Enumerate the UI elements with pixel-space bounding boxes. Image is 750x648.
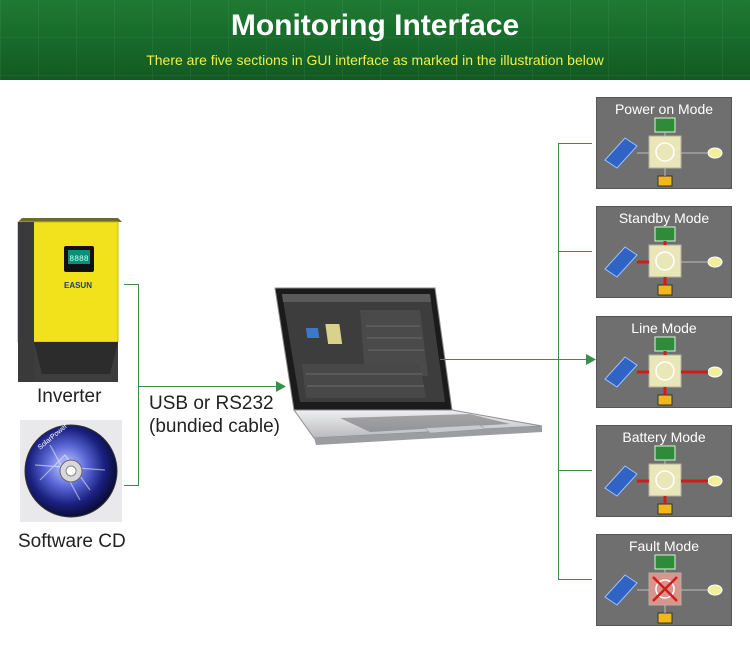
mode-box-power-on: Power on Mode bbox=[596, 97, 732, 189]
mode-diagram bbox=[604, 445, 723, 515]
mode-title: Fault Mode bbox=[628, 538, 700, 554]
cd-connector bbox=[124, 485, 139, 486]
battery-icon bbox=[657, 175, 673, 187]
utility-grid-icon bbox=[654, 117, 676, 133]
load-bulb-icon bbox=[707, 256, 723, 268]
bracket-vertical bbox=[138, 284, 139, 486]
software-cd-label: Software CD bbox=[18, 531, 126, 552]
utility-grid-icon bbox=[654, 336, 676, 352]
connection-label-2: (bundied cable) bbox=[149, 416, 280, 437]
battery-icon bbox=[657, 394, 673, 406]
software-cd-image: SolarPower bbox=[20, 420, 122, 522]
mode-diagram bbox=[604, 117, 723, 187]
inverter-image: 8888 EASUN bbox=[17, 218, 122, 382]
inverter-brand: EASUN bbox=[64, 281, 92, 290]
inverter-ring-icon bbox=[655, 470, 675, 490]
inverter-icon bbox=[648, 463, 682, 497]
battery-icon bbox=[657, 284, 673, 296]
mode-diagram bbox=[604, 554, 723, 624]
utility-grid-icon bbox=[654, 226, 676, 242]
branch-2 bbox=[558, 251, 592, 252]
solar-panel-icon bbox=[604, 356, 638, 388]
load-bulb-icon bbox=[707, 366, 723, 378]
page-subtitle: There are five sections in GUI interface… bbox=[146, 52, 604, 68]
inverter-icon bbox=[648, 244, 682, 278]
banner-pattern bbox=[0, 0, 750, 80]
mode-box-battery: Battery Mode bbox=[596, 425, 732, 517]
inverter-ring-icon bbox=[655, 579, 675, 599]
battery-icon bbox=[657, 503, 673, 515]
mode-title: Battery Mode bbox=[622, 429, 706, 445]
mode-bus-vertical bbox=[558, 143, 559, 580]
arrow-to-line-mode-icon bbox=[586, 354, 596, 365]
connection-label-1: USB or RS232 bbox=[149, 393, 274, 414]
arrow-to-laptop-icon bbox=[276, 381, 286, 392]
mode-title: Line Mode bbox=[631, 320, 697, 336]
battery-icon bbox=[657, 612, 673, 624]
header-banner: Monitoring Interface There are five sect… bbox=[0, 0, 750, 80]
fault-cross-line bbox=[652, 576, 678, 602]
inverter-icon bbox=[648, 135, 682, 169]
utility-grid-icon bbox=[654, 554, 676, 570]
inverter-ring-icon bbox=[655, 361, 675, 381]
branch-5 bbox=[558, 579, 592, 580]
inverter-label: Inverter bbox=[37, 386, 102, 407]
inverter-ring-icon bbox=[655, 251, 675, 271]
mode-title: Power on Mode bbox=[614, 101, 714, 117]
laptop-output-connector bbox=[440, 359, 590, 360]
mode-diagram bbox=[604, 336, 723, 406]
mode-box-standby: Standby Mode bbox=[596, 206, 732, 298]
load-bulb-icon bbox=[707, 147, 723, 159]
mode-diagram bbox=[604, 226, 723, 296]
laptop-connector bbox=[138, 386, 280, 387]
inverter-connector bbox=[124, 284, 139, 285]
branch-1 bbox=[558, 143, 592, 144]
inverter-display: 8888 bbox=[69, 255, 88, 264]
branch-4 bbox=[558, 470, 592, 471]
laptop-image bbox=[274, 287, 543, 445]
page-title: Monitoring Interface bbox=[230, 9, 520, 42]
mode-box-fault: Fault Mode bbox=[596, 534, 732, 626]
load-bulb-icon bbox=[707, 475, 723, 487]
solar-panel-icon bbox=[604, 246, 638, 278]
solar-panel-icon bbox=[604, 465, 638, 497]
mode-box-line: Line Mode bbox=[596, 316, 732, 408]
solar-panel-icon bbox=[604, 574, 638, 606]
load-bulb-icon bbox=[707, 584, 723, 596]
inverter-icon bbox=[648, 354, 682, 388]
solar-panel-icon bbox=[604, 137, 638, 169]
utility-grid-icon bbox=[654, 445, 676, 461]
mode-title: Standby Mode bbox=[618, 210, 710, 226]
inverter-ring-icon bbox=[655, 142, 675, 162]
